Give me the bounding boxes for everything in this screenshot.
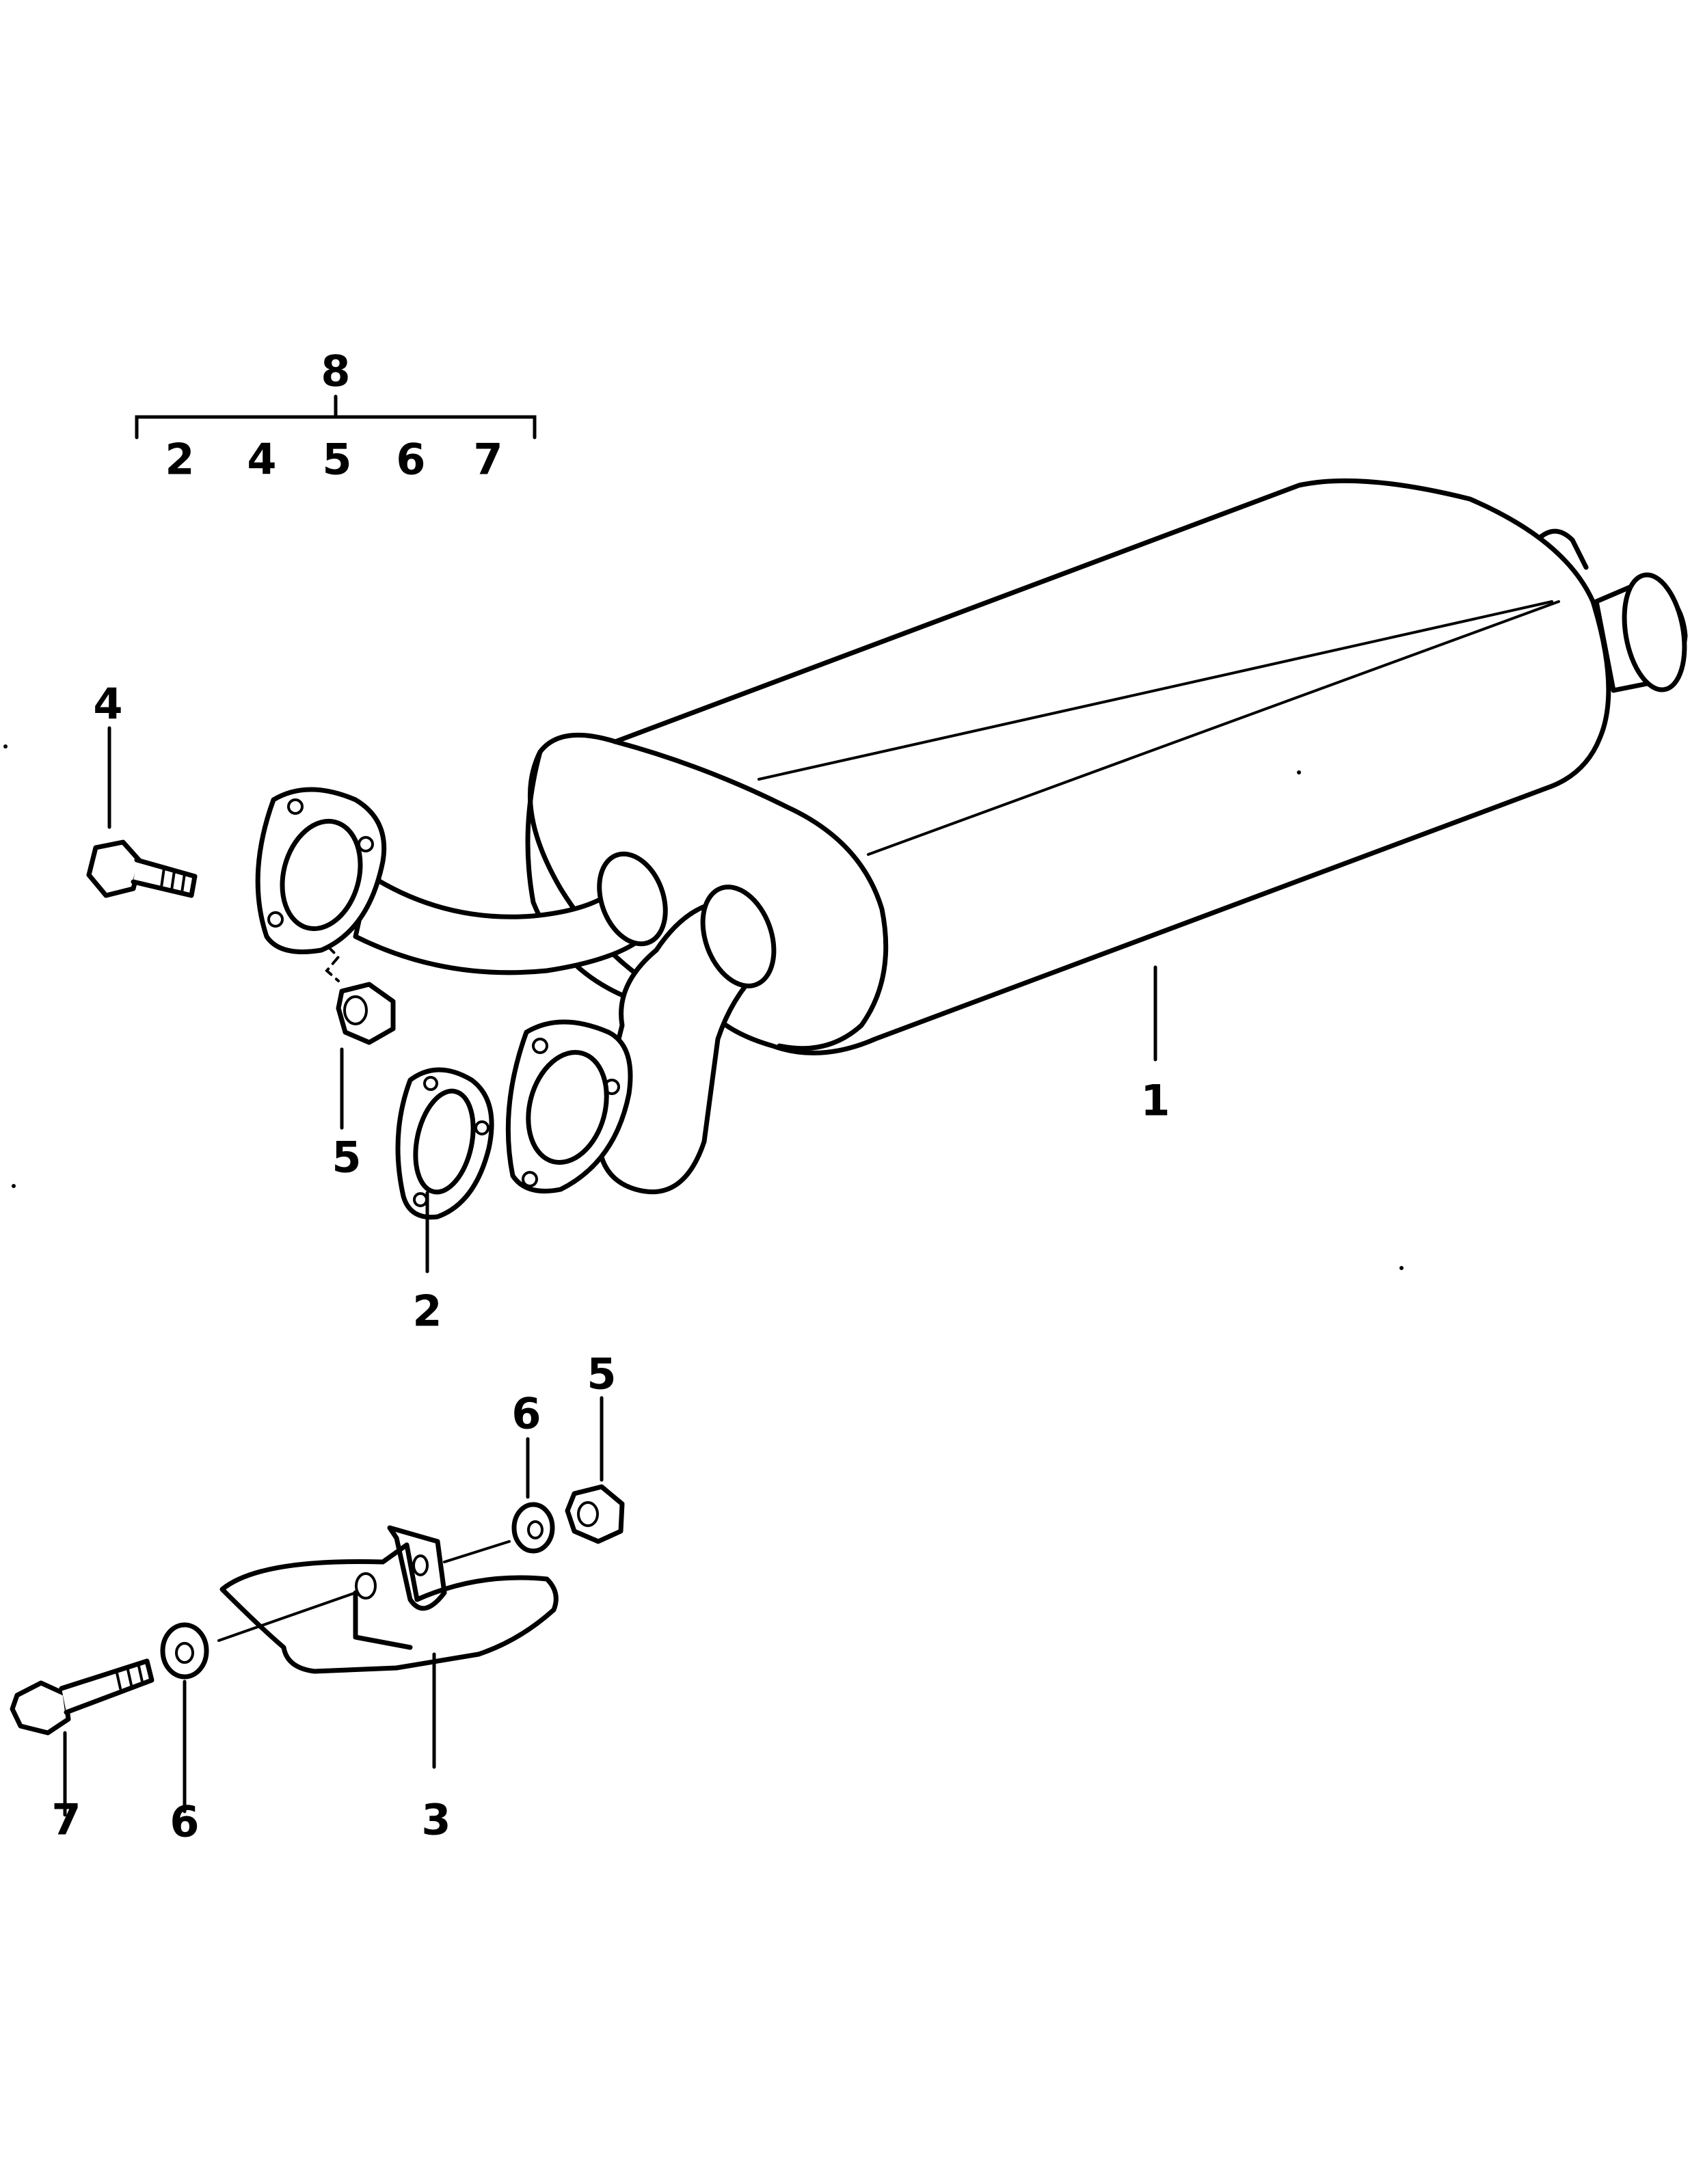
kit-item: 4 (247, 435, 276, 485)
callout-part-5-lower: 5 (587, 1349, 616, 1399)
kit-bracket: 8 2 4 5 6 7 (135, 347, 537, 485)
stray-mark (1399, 1266, 1404, 1270)
stray-mark (12, 1184, 16, 1188)
callout-part-5-upper: 5 (332, 1133, 361, 1183)
callout-part-6-upper: 6 (511, 1389, 541, 1439)
inlet-pipes (255, 787, 777, 1195)
stray-mark (1297, 770, 1301, 774)
stray-mark (3, 744, 8, 749)
kit-item: 5 (322, 435, 351, 485)
callout-part-4: 4 (93, 679, 122, 729)
bolt-upper (86, 839, 198, 898)
washer-left (160, 1622, 209, 1680)
kit-item: 6 (396, 435, 425, 485)
nut-lower (565, 1484, 625, 1544)
bolt-lower (10, 1658, 155, 1736)
kit-item: 7 (473, 435, 502, 485)
kit-item: 2 (165, 435, 194, 485)
upper-flange (255, 787, 387, 954)
leader-lines (63, 726, 1157, 1817)
gasket (395, 1067, 494, 1220)
bracket (217, 1525, 559, 1674)
lower-flange (505, 1019, 633, 1194)
callout-part-2: 2 (412, 1286, 442, 1336)
callout-part-6-lower: 6 (170, 1797, 199, 1847)
callout-part-3: 3 (421, 1795, 451, 1845)
callout-part-7: 7 (51, 1795, 81, 1845)
kit-label-8: 8 (321, 347, 350, 396)
nut-upper (325, 945, 396, 1045)
callout-part-1: 1 (1140, 1076, 1170, 1126)
washer-right (511, 1502, 555, 1554)
